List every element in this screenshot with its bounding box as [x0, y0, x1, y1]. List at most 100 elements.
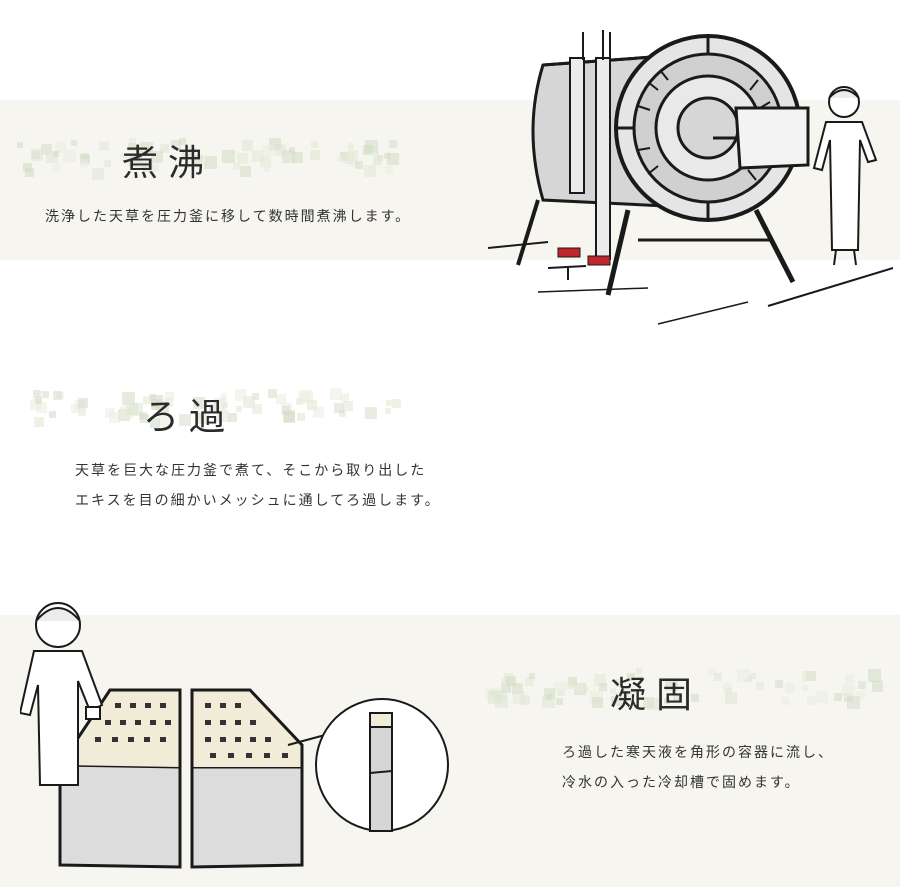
mosaic-tile [386, 400, 392, 406]
description-line: 冷水の入った冷却槽で固めます。 [562, 775, 801, 791]
mosaic-tile [756, 682, 764, 690]
mosaic-tile [501, 683, 511, 693]
mosaic-tile [340, 393, 349, 402]
mosaic-tile [109, 412, 120, 423]
agar-block-illustration [369, 712, 393, 832]
mosaic-tile [750, 673, 756, 679]
mosaic-tile [638, 676, 644, 682]
mosaic-tile [152, 403, 159, 410]
mosaic-tile [187, 146, 195, 154]
mosaic-tile [23, 163, 32, 172]
mosaic-tile [160, 144, 169, 153]
mosaic-tile [513, 692, 525, 704]
mosaic-tile [35, 397, 42, 404]
mosaic-tile [53, 151, 59, 157]
mosaic-tile [610, 688, 616, 694]
mosaic-tile [25, 168, 34, 177]
mosaic-tile [52, 164, 60, 172]
mosaic-tile [781, 697, 789, 705]
mosaic-tile [673, 695, 680, 702]
mosaic-tile [194, 155, 203, 164]
description-line: 天草を巨大な圧力釜で煮て、そこから取り出した [75, 463, 427, 479]
mosaic-tile [330, 388, 342, 400]
mosaic-tile [802, 685, 808, 691]
mosaic-tile [311, 141, 318, 148]
mosaic-tile [512, 683, 523, 694]
mosaic-tile [556, 698, 563, 705]
mosaic-tile [129, 154, 142, 167]
mosaic-tile [140, 142, 153, 155]
mosaic-tile [725, 692, 737, 704]
description-line: 洗浄した天草を圧力釜に移して数時間煮沸します。 [45, 209, 412, 225]
cooling-tank-illustration [20, 602, 449, 869]
mosaic-tile [182, 150, 191, 159]
section-description-filtration: 天草を巨大な圧力釜で煮て、そこから取り出した エキスを目の細かいメッシュに通して… [75, 456, 441, 516]
mosaic-tile [785, 683, 795, 693]
mosaic-tile [30, 399, 41, 410]
mosaic-tile [714, 673, 722, 681]
mosaic-tile [343, 401, 353, 411]
mosaic-tile [627, 673, 635, 681]
mosaic-tile [33, 390, 41, 398]
mosaic-tile [313, 407, 324, 418]
mosaic-tile [385, 408, 391, 414]
mosaic-tile [664, 698, 670, 704]
mosaic-tile [365, 407, 377, 419]
mosaic-tile [574, 684, 583, 693]
mosaic-tile [45, 148, 51, 154]
mosaic-tile [506, 676, 516, 686]
mosaic-tile [235, 389, 247, 401]
mosaic-tile [252, 404, 262, 414]
mosaic-tile [502, 678, 509, 685]
description-line: エキスを目の細かいメッシュに通してろ過します。 [75, 493, 441, 509]
mosaic-tile [71, 140, 77, 146]
mosaic-tile [348, 143, 354, 149]
mosaic-tile [847, 696, 860, 709]
mosaic-tile [737, 669, 750, 682]
mosaic-tile [143, 396, 151, 404]
mosaic-tile [647, 698, 659, 710]
mosaic-tile [297, 413, 305, 421]
mosaic-tile [307, 400, 317, 410]
mosaic-tile [120, 153, 128, 161]
mosaic-tile [128, 143, 136, 151]
mosaic-tile [373, 150, 379, 156]
mosaic-tile [228, 413, 237, 422]
mosaic-tile [872, 681, 883, 692]
mosaic-tile [691, 694, 699, 702]
mosaic-tile [141, 162, 147, 168]
mosaic-tile [204, 156, 217, 169]
mosaic-tile [292, 152, 303, 163]
boiler-illustration [488, 30, 894, 325]
section-title-filtration: ろ過 [143, 397, 236, 438]
mosaic-tile [150, 418, 160, 428]
mosaic-tile [55, 142, 66, 153]
mosaic-tile [364, 165, 376, 177]
mosaic-tile [240, 166, 251, 177]
mosaic-tile [49, 411, 56, 418]
description-line: ろ過した寒天液を角形の容器に流し、 [562, 745, 834, 761]
mosaic-tile [868, 669, 881, 682]
mosaic-tile [252, 150, 264, 162]
mosaic-tile [615, 679, 623, 687]
mosaic-tile [802, 671, 812, 681]
mosaic-tile [264, 166, 270, 172]
mosaic-tile [260, 156, 271, 167]
mosaic-tile [567, 681, 575, 689]
mosaic-tile [53, 391, 62, 400]
mosaic-tile [337, 156, 343, 162]
mosaic-tile [276, 145, 283, 152]
mosaic-tile [807, 696, 816, 705]
mosaic-tile [636, 668, 642, 674]
mosaic-tile [237, 153, 248, 164]
section-description-solidifying: ろ過した寒天液を角形の容器に流し、 冷水の入った冷却槽で固めます。 [562, 738, 834, 798]
mosaic-tile [816, 691, 828, 703]
mosaic-tile [233, 163, 240, 170]
mosaic-tile [242, 140, 253, 151]
mosaic-tile [525, 677, 534, 686]
mosaic-tile [196, 413, 203, 420]
mosaic-tile [236, 406, 242, 412]
mosaic-tile [709, 668, 716, 675]
mosaic-tile [544, 688, 555, 699]
section-description-boiling: 洗浄した天草を圧力釜に移して数時間煮沸します。 [45, 202, 411, 232]
